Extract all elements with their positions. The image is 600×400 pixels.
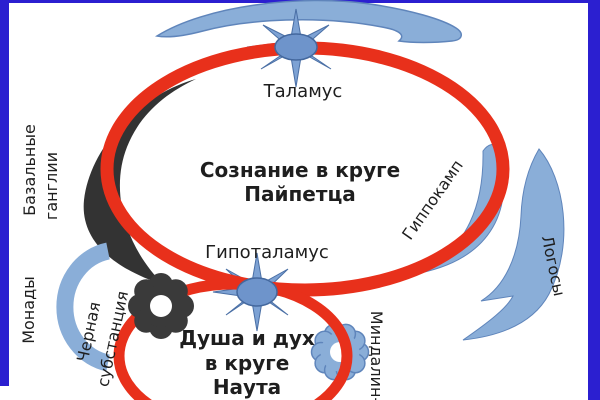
papez-title-line2: Пайпетца xyxy=(244,182,356,206)
basal-ganglia-label-line2: ганглии xyxy=(42,152,61,220)
papez-title-line1: Сознание в круге xyxy=(200,158,400,182)
fornix-arc-shape xyxy=(154,0,462,44)
basal-ganglia-crescent xyxy=(83,79,196,285)
thalamus-star-core xyxy=(274,33,318,61)
hypothalamus-label: Гипоталамус xyxy=(205,242,329,263)
substantia-nigra-gear-icon xyxy=(128,273,194,339)
monads-label: Монады xyxy=(19,276,38,344)
nauta-title-line2: в круге xyxy=(205,351,290,375)
thalamus-label: Таламус xyxy=(263,81,343,102)
nauta-title-line3: Наута xyxy=(213,375,281,399)
frame-border-right xyxy=(588,0,600,400)
nauta-circle-ring xyxy=(113,278,353,400)
amygdala-label: Миндалин- xyxy=(367,311,386,400)
frame-border-left xyxy=(0,0,9,386)
logos-crescent xyxy=(462,148,565,341)
basal-ganglia-label-line1: Базальные xyxy=(20,124,39,216)
hypothalamus-star-core xyxy=(236,277,278,307)
monads-crescent xyxy=(56,242,111,372)
nauta-title-line1: Душа и дух xyxy=(179,326,315,350)
